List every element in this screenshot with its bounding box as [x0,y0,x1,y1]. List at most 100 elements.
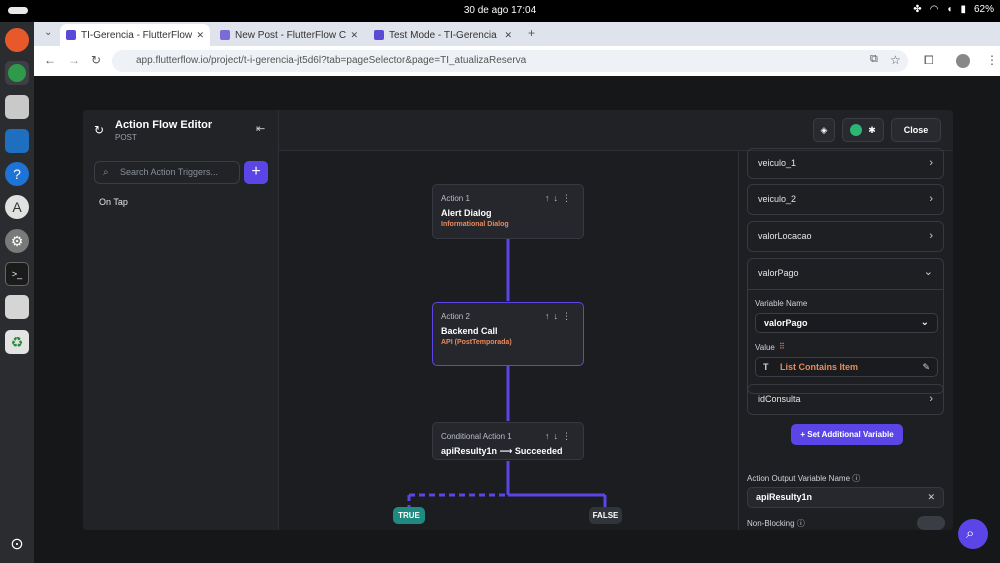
trigger-on-tap[interactable]: On Tap [99,197,128,207]
drive-icon[interactable] [5,295,29,319]
editor-subtitle: POST [115,133,137,142]
tab-list-icon[interactable]: ⌄ [44,27,53,38]
battery-percent: 62% [973,4,994,15]
action-flow-editor-modal: ↻ Action Flow Editor POST ⇤ ⌕ Search Act… [83,110,953,530]
terminal-icon[interactable]: >_ [5,262,29,286]
trash-icon[interactable]: ♻ [5,330,29,354]
flutterflow-icon [66,30,76,40]
expanded-variable-title[interactable]: valorPago [758,268,799,278]
flutterflow-icon [374,30,384,40]
wifi-icon: ◠ [929,4,939,15]
chevron-right-icon: › [929,230,933,242]
help-search-button[interactable]: ⌕ [958,519,988,549]
variable-source-icon[interactable]: ⠿ [779,342,785,351]
search-icon: ⌕ [966,525,975,542]
settings-icon[interactable]: ⚙ [5,229,29,253]
battery-icon: ▮ [960,4,966,15]
chevron-right-icon: › [929,157,933,169]
action-card-alert-dialog[interactable]: Action 1 ↑↓⋮ Alert Dialog Informational … [432,184,584,239]
validation-debug-button[interactable]: ✱ [842,118,884,142]
variable-name-label: Variable Name [755,299,808,308]
close-tab-icon[interactable]: ✕ [504,29,512,40]
info-icon[interactable]: ⓘ [852,474,861,483]
app-dock: ? A ⚙ >_ ♻ ⊙ [0,22,34,563]
dropdown-arrow-icon: ⌄ [920,317,929,328]
bookmark-star-icon[interactable]: ☆ [890,53,901,67]
variable-panel-valor-pago: valorPago ⌄ Variable Name valorPago ⌄ Va… [747,258,944,394]
move-menu-controls-icon[interactable]: ↑↓⋮ [545,431,575,441]
tab-ti-gerencia[interactable]: TI-Gerencia - FlutterFlow ✕ [60,24,210,46]
add-trigger-button[interactable]: + [244,161,268,184]
tab-new-post[interactable]: New Post - FlutterFlow C ✕ [214,24,364,46]
value-field[interactable]: T List Contains Item ✎ [755,357,938,377]
accessibility-icon: ✤ [913,4,922,15]
value-label: Value [755,343,775,352]
variable-row-veiculo-1[interactable]: veiculo_1› [747,148,944,179]
reload-icon[interactable]: ↻ [91,53,102,67]
variable-row-veiculo-2[interactable]: veiculo_2› [747,184,944,215]
browser-menu-icon[interactable]: ⋮ [986,53,998,67]
non-blocking-toggle[interactable] [917,516,945,530]
help-icon[interactable]: ? [5,162,29,186]
move-menu-controls-icon[interactable]: ↑↓⋮ [545,311,575,321]
shield-icon[interactable]: ◈ [813,118,835,142]
browser-window: ⌄ TI-Gerencia - FlutterFlow ✕ New Post -… [34,22,1000,76]
set-additional-variable-button[interactable]: + Set Additional Variable [791,424,903,445]
chevron-right-icon: › [929,393,933,405]
action-card-backend-call[interactable]: Action 2 ↑↓⋮ Backend Call API (PostTempo… [432,302,584,366]
conditional-action-card[interactable]: Conditional Action 1 ↑↓⋮ apiResulty1n ⟶ … [432,422,584,460]
move-menu-controls-icon[interactable]: ↑↓⋮ [545,193,575,203]
chevron-down-icon[interactable]: ⌄ [923,266,933,278]
action-properties-panel: veiculo_1› veiculo_2› valorLocacao› valo… [738,148,953,530]
plus-icon: + [800,430,808,439]
variable-row-id-consulta[interactable]: idConsulta› [747,384,944,415]
flutterflow-icon [220,30,230,40]
output-variable-label: Action Output Variable Name ⓘ [747,474,861,483]
clear-icon[interactable]: ✕ [927,492,935,502]
flow-canvas[interactable]: + + Action 1 ↑↓⋮ Alert Dialog Informatio… [279,151,738,530]
modal-header: ◈ ✱ Close [279,110,953,151]
edit-pencil-icon[interactable]: ✎ [922,362,930,372]
variable-row-valor-locacao[interactable]: valorLocacao› [747,221,944,252]
divider [748,289,943,290]
non-blocking-label: Non-Blocking ⓘ [747,519,805,528]
firefox-icon[interactable] [5,28,29,52]
url-field[interactable]: app.flutterflow.io/project/t-i-gerencia-… [112,50,908,72]
chevron-right-icon: › [929,193,933,205]
close-tab-icon[interactable]: ✕ [196,29,204,40]
chrome-icon[interactable] [5,61,29,85]
app-center-icon[interactable]: A [5,195,29,219]
trigger-panel: ↻ Action Flow Editor POST ⇤ ⌕ Search Act… [83,110,279,530]
extensions-icon[interactable]: ⧠ [924,53,934,67]
forward-icon[interactable]: → [68,53,80,67]
writer-icon[interactable] [5,129,29,153]
files-icon[interactable] [5,95,29,119]
output-variable-input[interactable]: apiResulty1n ✕ [747,487,944,508]
close-button[interactable]: Close [891,118,941,142]
profile-avatar[interactable] [956,54,970,68]
false-branch-label[interactable]: FALSE [589,507,622,524]
close-tab-icon[interactable]: ✕ [350,29,358,40]
editor-title: Action Flow Editor [115,119,213,131]
search-triggers-input[interactable]: ⌕ Search Action Triggers... [94,161,240,184]
volume-icon: ◖ [946,4,953,15]
variable-name-select[interactable]: valorPago ⌄ [755,313,938,333]
search-icon: ⌕ [103,167,109,178]
system-clock[interactable]: 30 de ago 17:04 [463,5,537,16]
activities-indicator[interactable] [8,7,28,14]
text-type-icon: T [763,362,769,372]
info-icon[interactable]: ⓘ [796,519,805,528]
collapse-panel-icon[interactable]: ⇤ [256,123,266,135]
tab-strip: ⌄ TI-Gerencia - FlutterFlow ✕ New Post -… [34,22,1000,46]
address-bar-row: ← → ↻ app.flutterflow.io/project/t-i-ger… [34,46,1000,76]
bug-icon: ✱ [868,124,876,135]
back-icon[interactable]: ← [44,53,56,67]
tab-test-mode[interactable]: Test Mode - TI-Gerencia ✕ [368,24,518,46]
new-tab-icon[interactable]: + [528,26,536,40]
system-tray[interactable]: ✤ ◠ ◖ ▮ 62% [913,4,994,15]
check-icon [850,124,863,136]
system-top-bar: 30 de ago 17:04 ✤ ◠ ◖ ▮ 62% [0,0,1000,22]
show-apps-icon[interactable]: ⊙ [10,536,24,553]
true-branch-label[interactable]: TRUE [393,507,425,524]
install-app-icon[interactable]: ⧉ [870,53,878,65]
